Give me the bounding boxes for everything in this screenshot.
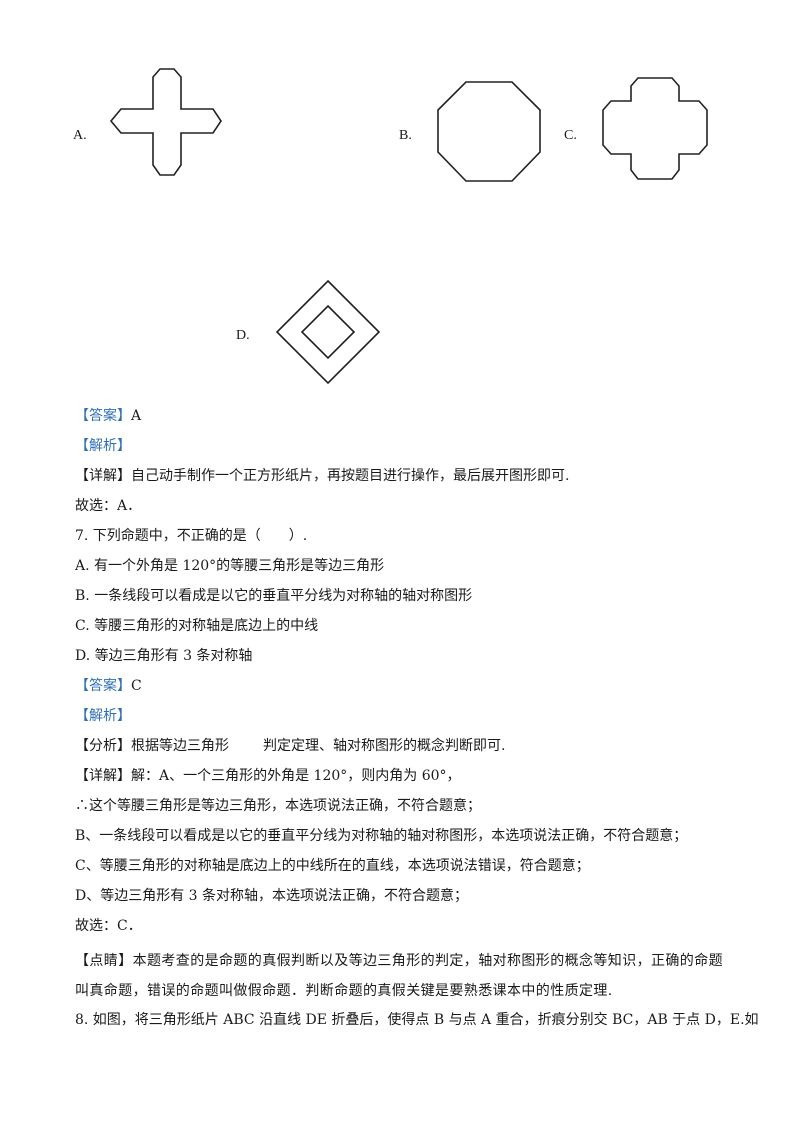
option-c-label: C. — [564, 128, 577, 143]
answer-value: C — [131, 678, 142, 694]
detail-tag: 【详解】 — [75, 768, 131, 784]
detail-text: 自己动手制作一个正方形纸片，再按题目进行操作，最后展开图形即可. — [131, 468, 570, 484]
option-d-nested-diamond-figure — [275, 279, 381, 385]
q7-analysis-line: 【解析】 — [75, 706, 131, 726]
fenxi-tag: 【分析】 — [75, 738, 131, 754]
detail-tag: 【详解】 — [75, 468, 131, 484]
q7-choose-line: 故选：C． — [75, 918, 142, 934]
q7-option-a: A. 有一个外角是 120°的等腰三角形是等边三角形 — [75, 558, 385, 574]
q6-choose-line: 故选：A． — [75, 498, 142, 514]
q7-comment: 【点睛】本题考查的是命题的真假判断以及等边三角形的判定，轴对称图形的概念等知识，… — [75, 946, 730, 1006]
q7-detail-line-4: C、等腰三角形的对称轴是底边上的中线所在的直线，本选项说法错误，符合题意； — [75, 858, 590, 874]
q7-stem: 7. 下列命题中，不正确的是（ ）. — [75, 528, 308, 544]
option-a-label: A. — [73, 128, 87, 143]
option-d-label: D. — [236, 328, 250, 343]
analysis-tag: 【解析】 — [75, 708, 131, 724]
q6-answer-line: 【答案】A — [75, 406, 141, 426]
q7-option-b: B. 一条线段可以看成是以它的垂直平分线为对称轴的轴对称图形 — [75, 588, 473, 604]
comment-tag: 【点睛】 — [75, 953, 133, 969]
q7-detail-line-2: ∴这个等腰三角形是等边三角形，本选项说法正确，不符合题意； — [75, 798, 481, 814]
q7-detail-line-1: 【详解】解：A、一个三角形的外角是 120°，则内角为 60°， — [75, 766, 461, 786]
q7-option-c: C. 等腰三角形的对称轴是底边上的中线 — [75, 618, 319, 634]
option-b-label: B. — [399, 128, 412, 143]
option-b-octagon-figure — [437, 81, 541, 182]
option-a-cross-figure — [109, 68, 222, 176]
fenxi-text-a: 根据等边三角形 — [131, 738, 229, 754]
q7-option-d: D. 等边三角形有 3 条对称轴 — [75, 648, 253, 664]
answer-tag: 【答案】 — [75, 408, 131, 424]
q7-detail-line-3: B、一条线段可以看成是以它的垂直平分线为对称轴的轴对称图形，本选项说法正确，不符… — [75, 828, 688, 844]
q6-detail-line: 【详解】自己动手制作一个正方形纸片，再按题目进行操作，最后展开图形即可. — [75, 466, 569, 486]
q7-fenxi-line: 【分析】根据等边三角形 判定定理、轴对称图形的概念判断即可. — [75, 736, 505, 756]
q6-analysis-line: 【解析】 — [75, 436, 131, 456]
detail-text: 解：A、一个三角形的外角是 120°，则内角为 60°， — [131, 768, 461, 784]
analysis-tag: 【解析】 — [75, 438, 131, 454]
answer-tag: 【答案】 — [75, 678, 131, 694]
option-c-notched-figure — [602, 77, 708, 180]
q7-answer-line: 【答案】C — [75, 676, 142, 696]
comment-text: 本题考查的是命题的真假判断以及等边三角形的判定，轴对称图形的概念等知识，正确的命… — [75, 953, 724, 999]
fenxi-text-b: 判定定理、轴对称图形的概念判断即可. — [263, 738, 506, 754]
answer-value: A — [131, 408, 142, 424]
q8-stem: 8. 如图，将三角形纸片 ABC 沿直线 DE 折叠后，使得点 B 与点 A 重… — [75, 1012, 759, 1028]
q7-detail-line-5: D、等边三角形有 3 条对称轴，本选项说法正确，不符合题意； — [75, 888, 469, 904]
